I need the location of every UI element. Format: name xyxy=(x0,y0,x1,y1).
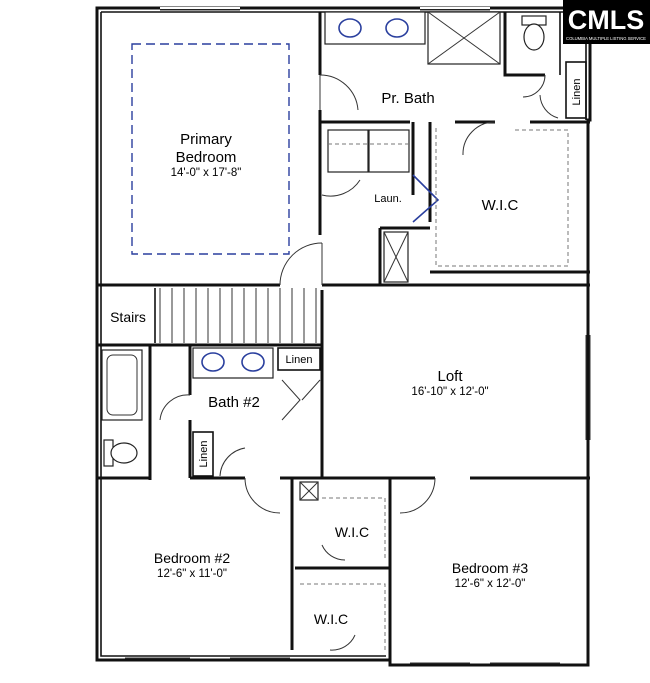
stair-treads xyxy=(159,288,317,343)
wic-upper-label: W.I.C xyxy=(335,524,369,540)
primary-bedroom xyxy=(97,12,590,287)
vanity xyxy=(324,11,426,45)
room-labels: Primary Bedroom 14'-0" x 17'-8" Pr. Bath… xyxy=(110,79,583,627)
bathtub xyxy=(101,349,143,421)
wic-lower-label: W.I.C xyxy=(314,611,348,627)
door-swing xyxy=(319,74,359,111)
toilet xyxy=(523,23,545,51)
bedroom3-dims: 12'-6" x 12'-0" xyxy=(455,578,526,590)
primary-bedroom-label-1: Primary xyxy=(180,131,232,148)
sink xyxy=(201,352,225,372)
cmls-logo: CMLS COLUMBIA MULTIPLE LISTING SERVICE xyxy=(563,0,650,44)
primary-bath xyxy=(324,11,590,156)
bath-2 xyxy=(97,345,392,480)
pr-bath-label: Pr. Bath xyxy=(381,90,434,107)
bifold-door xyxy=(412,174,440,223)
wic-closets xyxy=(295,476,392,660)
bedroom2-label: Bedroom #2 xyxy=(154,550,230,566)
washer xyxy=(327,129,369,173)
bath2-label: Bath #2 xyxy=(208,394,260,411)
linen-bath2-top-label: Linen xyxy=(286,354,313,366)
laundry-label: Laun. xyxy=(374,193,402,205)
linen-bath2-side-label: Linen xyxy=(198,441,210,468)
wic-primary-label: W.I.C xyxy=(482,197,519,214)
dryer xyxy=(368,129,410,173)
vanity xyxy=(192,347,274,379)
primary-bedroom-dims: 14'-0" x 17'-8" xyxy=(171,167,242,179)
toilet xyxy=(110,442,138,464)
laundry-room xyxy=(320,120,440,285)
logo-tagline: COLUMBIA MULTIPLE LISTING SERVICE xyxy=(566,36,646,41)
sink xyxy=(385,18,409,38)
door-swing xyxy=(279,242,323,286)
primary-bedroom-label-2: Bedroom xyxy=(176,149,237,166)
primary-wic xyxy=(430,128,590,274)
loft-dims: 16'-10" x 12'-0" xyxy=(411,386,488,398)
stairs-label: Stairs xyxy=(110,309,146,325)
bed-outline xyxy=(131,43,290,255)
bedroom2-dims: 12'-6" x 11'-0" xyxy=(157,568,227,580)
logo-text: CMLS xyxy=(568,5,645,35)
linen-primary-label: Linen xyxy=(571,79,583,106)
bedroom3-label: Bedroom #3 xyxy=(452,560,528,576)
bedroom-2 xyxy=(244,477,294,650)
sink xyxy=(338,18,362,38)
bedroom-3 xyxy=(392,476,590,514)
sink xyxy=(241,352,265,372)
loft-label: Loft xyxy=(437,368,463,385)
